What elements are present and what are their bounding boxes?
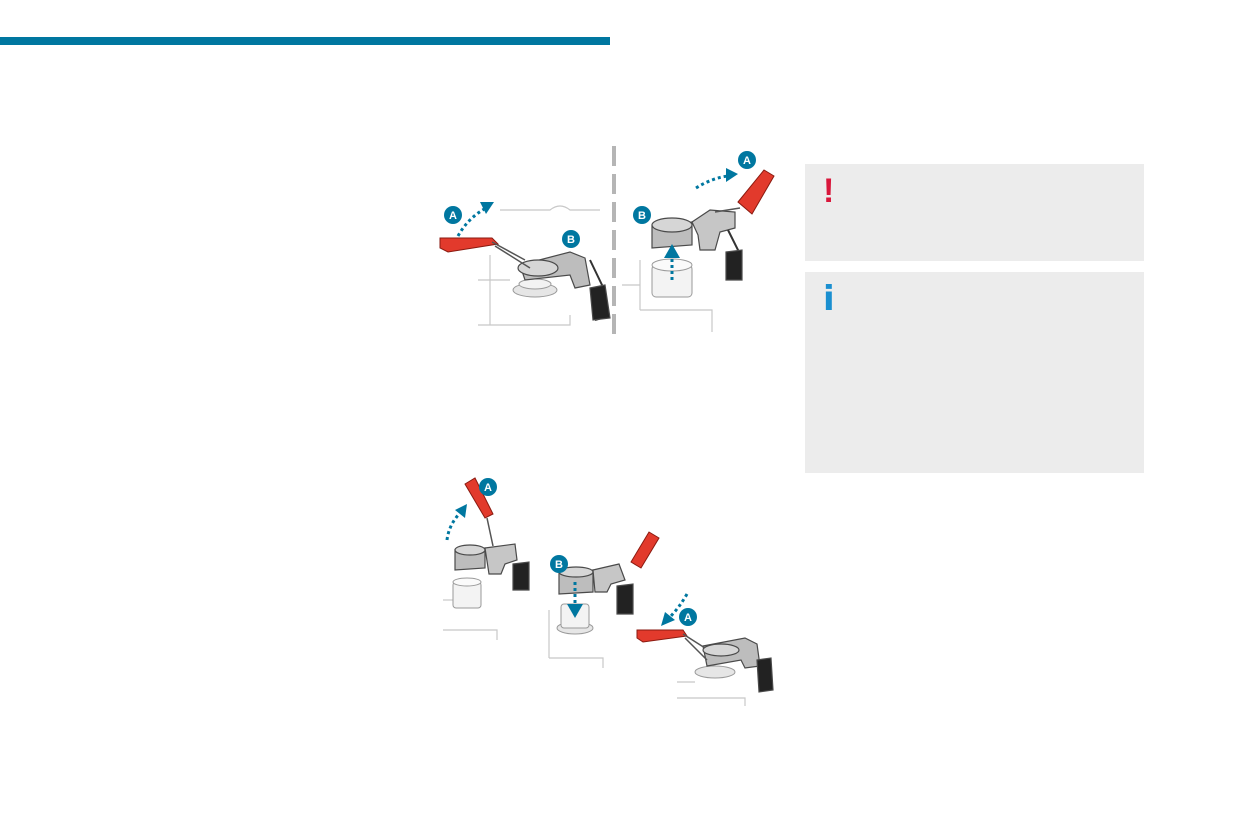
terminal-clamp-step1 — [454, 543, 530, 591]
battery-post-left — [512, 278, 558, 298]
battery-outline-step3 — [677, 681, 746, 706]
badge-label: A — [684, 612, 692, 624]
info-icon: i — [823, 279, 835, 319]
battery-post-step1 — [452, 577, 482, 609]
arrow-lift-step1 — [445, 504, 467, 541]
clamp-lever-red-step1 — [464, 477, 494, 547]
terminal-clamp-left — [517, 251, 611, 321]
badge-a-right: A — [738, 151, 756, 169]
battery-outline-left — [478, 205, 600, 326]
battery-disconnect-illustration: A B A B — [439, 146, 775, 336]
badge-b-left: B — [562, 230, 580, 248]
battery-outline-right — [622, 260, 713, 332]
badge-label: B — [638, 210, 646, 222]
arrow-lift-right-a — [695, 168, 738, 190]
badge-label: A — [743, 155, 751, 167]
terminal-clamp-right — [651, 209, 743, 281]
clamp-lever-red-step2 — [630, 531, 660, 569]
badge-label: A — [449, 210, 457, 222]
badge-b-right: B — [633, 206, 651, 224]
clamp-lever-red-step3 — [636, 629, 708, 661]
warning-note: ! — [805, 164, 1144, 261]
badge-label: B — [567, 234, 575, 246]
exclamation-icon: ! — [823, 172, 835, 210]
arrow-down-step2 — [567, 582, 583, 618]
arrow-lift-left — [456, 202, 494, 237]
clamp-lever-red-right — [714, 169, 775, 215]
info-note: i — [805, 272, 1144, 473]
badge-a-left: A — [444, 206, 462, 224]
battery-reconnect-illustration: A B — [443, 477, 774, 706]
badge-label: A — [484, 482, 492, 494]
battery-outline-step2 — [548, 610, 604, 668]
clamp-lever-red-left — [439, 237, 531, 269]
badge-label: B — [555, 559, 563, 571]
terminal-clamp-step3 — [702, 637, 774, 693]
arrow-down-step3 — [661, 593, 689, 626]
badge-b-step2: B — [550, 555, 568, 573]
battery-post-step3 — [694, 665, 736, 679]
badge-a-step1: A — [479, 478, 497, 496]
badge-a-step3: A — [679, 608, 697, 626]
header-accent-bar — [0, 37, 610, 45]
arrow-up-right-b — [664, 244, 680, 280]
